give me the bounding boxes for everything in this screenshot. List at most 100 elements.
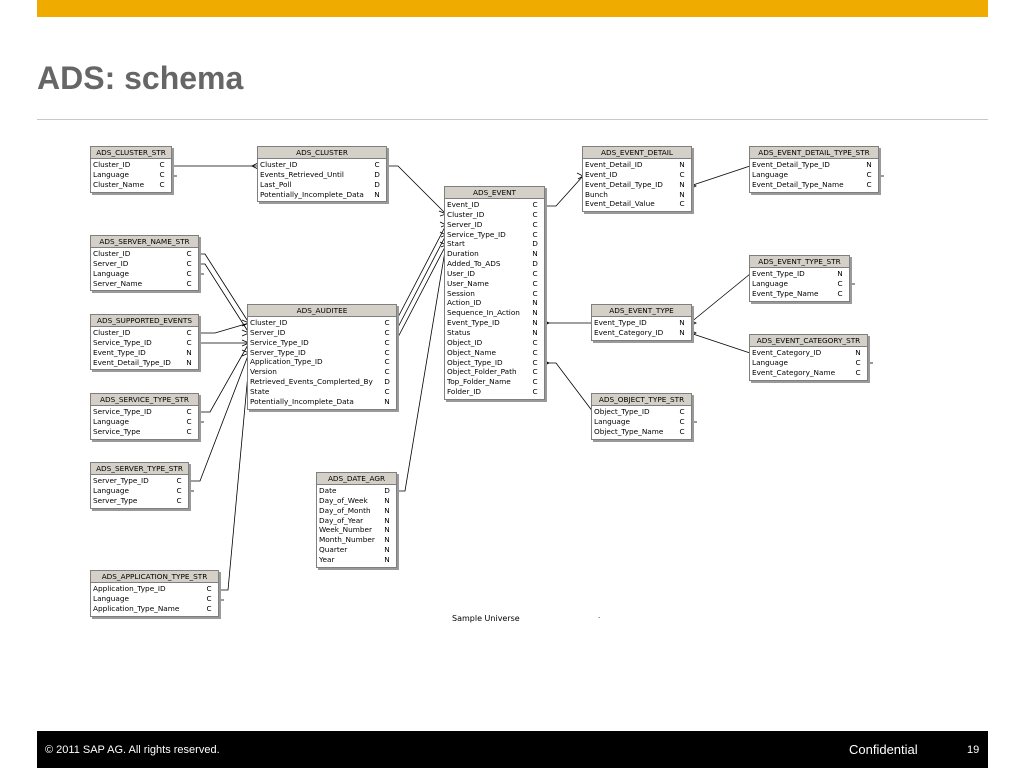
table-header: ADS_SUPPORTED_EVENTS: [91, 315, 198, 327]
column-name: Object_Type_Name: [594, 426, 664, 436]
column-type: N: [384, 525, 390, 535]
slide-title: ADS: schema: [37, 60, 244, 96]
column-type: D: [384, 486, 390, 495]
column-type: N: [384, 505, 390, 515]
table-header: ADS_APPLICATION_TYPE_STR: [91, 571, 218, 583]
column-type: C: [159, 179, 165, 189]
relation-line: [395, 244, 447, 492]
column-name: Week_Number: [319, 525, 372, 535]
column-type: C: [206, 584, 212, 593]
column-name: Version: [250, 367, 277, 377]
column-type: C: [532, 229, 538, 239]
column-name: Cluster_Name: [93, 179, 145, 189]
column-type: D: [384, 377, 390, 387]
column-type: C: [176, 485, 182, 495]
column-type: C: [866, 179, 872, 189]
column-name: Cluster_ID: [93, 160, 131, 169]
column-type: C: [532, 278, 538, 288]
column-name: Event_Type_ID: [93, 347, 146, 357]
column-name: State: [250, 386, 270, 396]
column-name: Events_Retrieved_Until: [260, 169, 344, 179]
column-type: C: [532, 367, 538, 377]
column-name: User_ID: [447, 268, 476, 278]
relation-line: [217, 362, 250, 591]
column-name: Start: [447, 239, 465, 249]
column-type: C: [186, 249, 192, 258]
column-type: C: [532, 337, 538, 347]
relation-line: [197, 263, 250, 334]
relation-line: [394, 234, 447, 334]
table-header: ADS_AUDITEE: [248, 305, 396, 317]
relation-line: [197, 342, 250, 413]
column-name: Language: [93, 416, 130, 426]
column-name: Cluster_ID: [447, 209, 485, 219]
column-type: N: [384, 535, 390, 545]
column-name: Server_Type: [93, 495, 138, 505]
column-name: Added_To_ADS: [447, 259, 501, 269]
column-name: Potentially_Incomplete_Data: [250, 396, 354, 406]
table-row: Date D: [317, 486, 396, 496]
column-type: C: [837, 278, 843, 288]
relation-line: [689, 273, 751, 324]
column-name: Language: [93, 169, 130, 179]
table-header: ADS_EVENT_TYPE_STR: [750, 256, 849, 268]
diagram-caption: Sample Universe: [452, 614, 520, 623]
column-type: C: [384, 357, 390, 367]
column-type: C: [186, 416, 192, 426]
relation-line: [197, 322, 250, 334]
column-name: Event_Category_ID: [594, 327, 664, 337]
column-name: Event_Category_Name: [752, 367, 836, 377]
confidential-label: Confidential: [849, 742, 918, 757]
column-type: C: [186, 278, 192, 288]
column-type: C: [159, 160, 165, 169]
column-name: Event_Detail_Type_ID: [585, 179, 663, 189]
column-name: Language: [93, 268, 130, 278]
column-name: Date: [319, 486, 337, 495]
column-name: Server_ID: [447, 219, 483, 229]
column-type: C: [532, 200, 538, 209]
footer-bar: © 2011 SAP AG. All rights reserved. Conf…: [37, 731, 988, 768]
table-row: Cluster_ID C: [91, 160, 171, 170]
column-type: C: [186, 426, 192, 436]
column-type: C: [176, 495, 182, 505]
column-name: Event_ID: [447, 200, 480, 209]
column-type: N: [837, 269, 843, 278]
table-header: ADS_CLUSTER: [258, 147, 386, 159]
